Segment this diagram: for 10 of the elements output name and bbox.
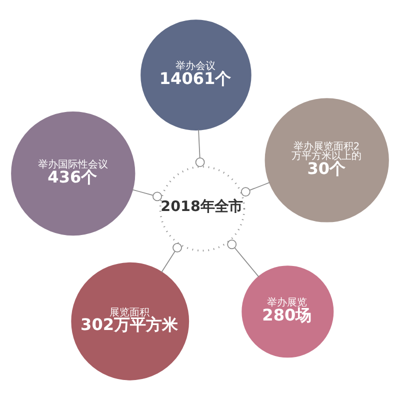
node-circle: 展览面积 302万平方米 <box>71 262 190 380</box>
connector <box>132 189 162 202</box>
node-circle: 举办国际性会议 436个 <box>11 111 136 236</box>
connector <box>195 129 205 167</box>
connector <box>161 242 182 273</box>
node-circle: 举办展览面积2万平方米以上的 30个 <box>264 98 389 222</box>
connector <box>227 240 260 278</box>
node-circle: 举办展览 280场 <box>242 266 334 358</box>
node-circle: 举办会议 14061个 <box>140 20 252 130</box>
connector <box>240 182 270 197</box>
